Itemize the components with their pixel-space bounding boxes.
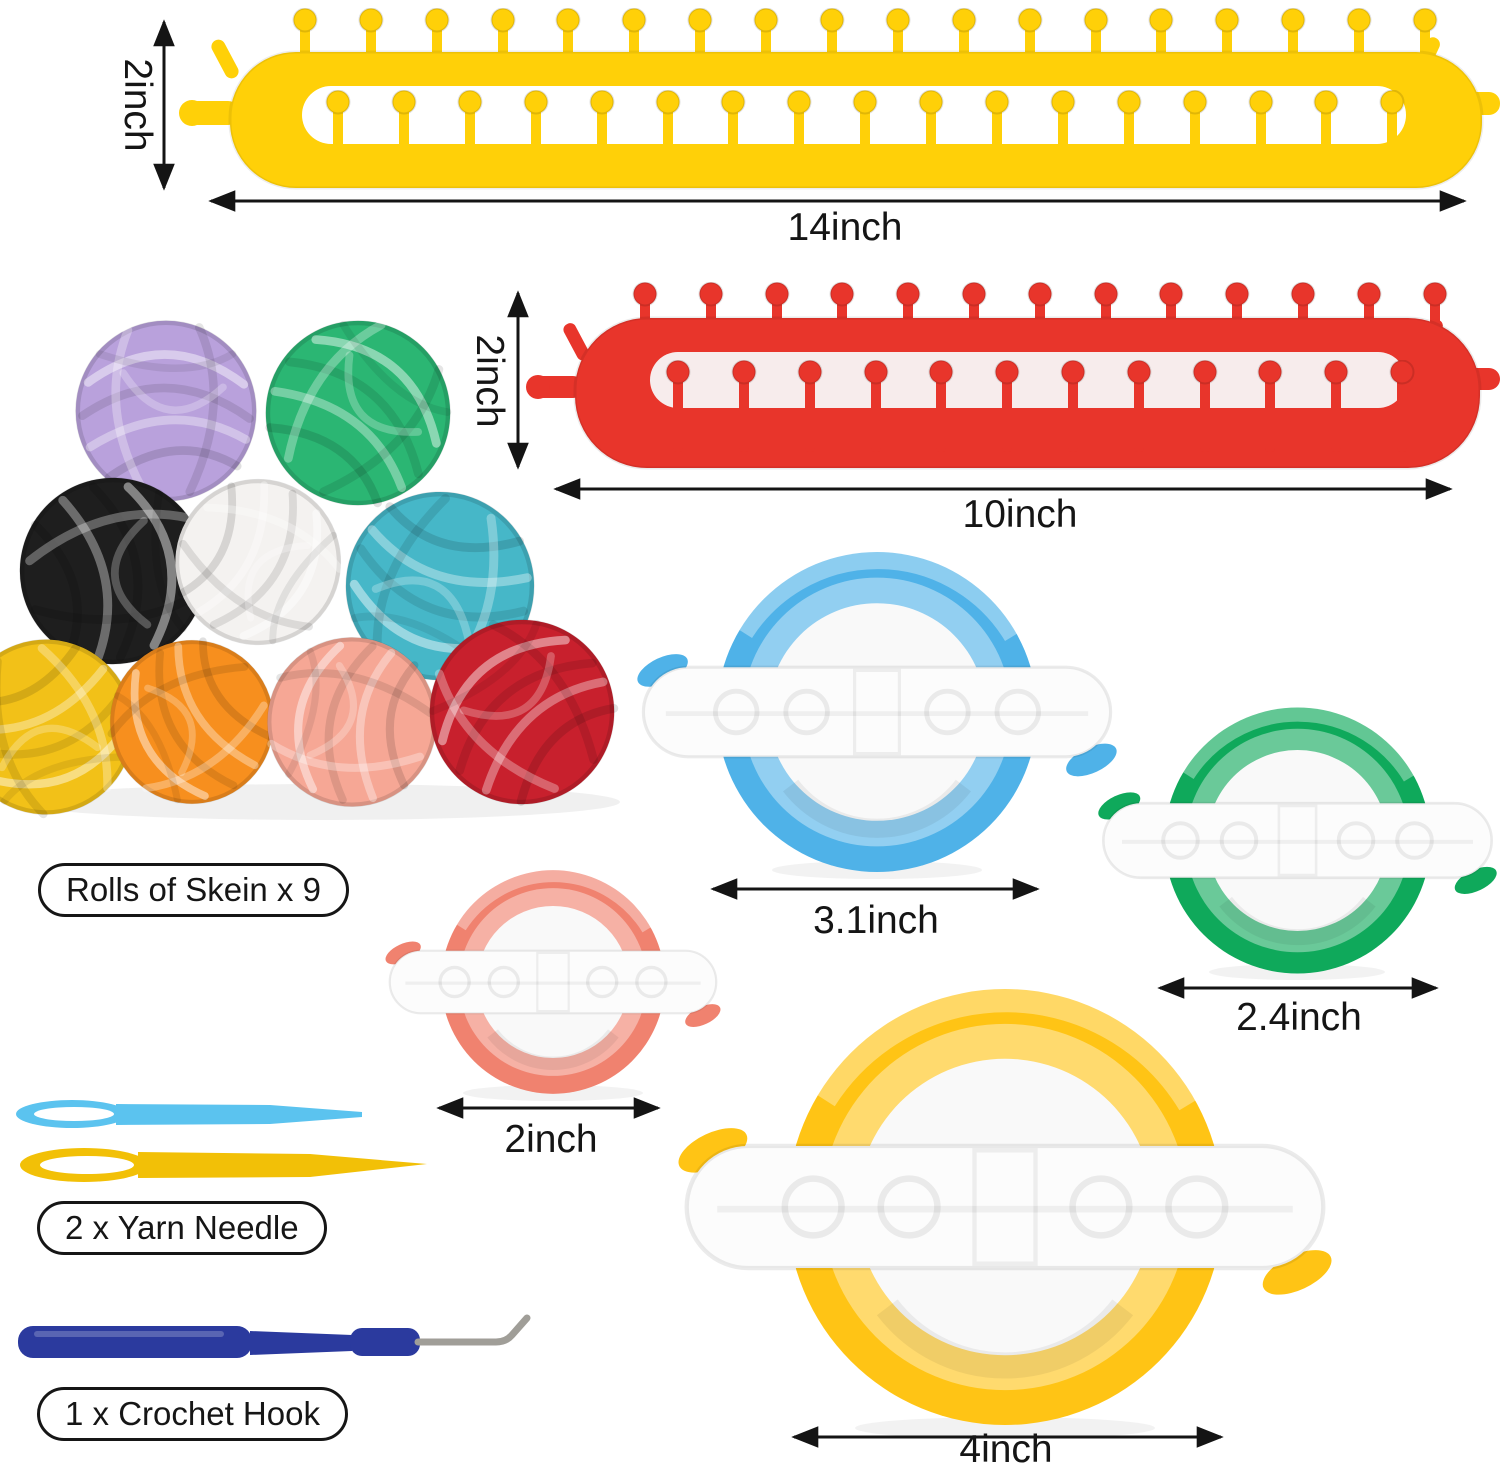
crochet-hook [18,1314,531,1358]
pompom-maker-green [1094,708,1500,974]
pompom-maker-blue [633,552,1122,872]
yellow-loom-length-label: 14inch [787,206,903,249]
yarn-needle-yellow [20,1148,427,1182]
yellow-loom-height-label: 2inch [116,58,159,152]
dimension-arrows [153,19,1467,1448]
blue-pom-diameter-label: 3.1inch [813,899,939,942]
red-knitting-loom [526,282,1500,470]
crochet-hook-metal-tip [414,1314,531,1346]
skeins-count-badge: Rolls of Skein x 9 [38,863,349,917]
red-loom-height-label: 2inch [468,334,511,428]
yellow-knitting-loom [179,8,1500,190]
yarn-ball-purple [76,321,257,502]
pompom-maker-pink [382,870,724,1094]
pompom-maker-yellow [672,989,1338,1425]
yarn-needle-blue [16,1100,362,1128]
needles-count-badge: 2 x Yarn Needle [37,1201,327,1255]
pink-pom-diameter-label: 2inch [504,1118,598,1161]
yellow-pom-diameter-label: 4inch [959,1428,1053,1471]
red-loom-length-label: 10inch [962,493,1078,536]
green-pom-diameter-label: 2.4inch [1236,996,1362,1039]
hook-count-badge: 1 x Crochet Hook [37,1387,348,1441]
yarn-ball-pile [0,283,652,842]
